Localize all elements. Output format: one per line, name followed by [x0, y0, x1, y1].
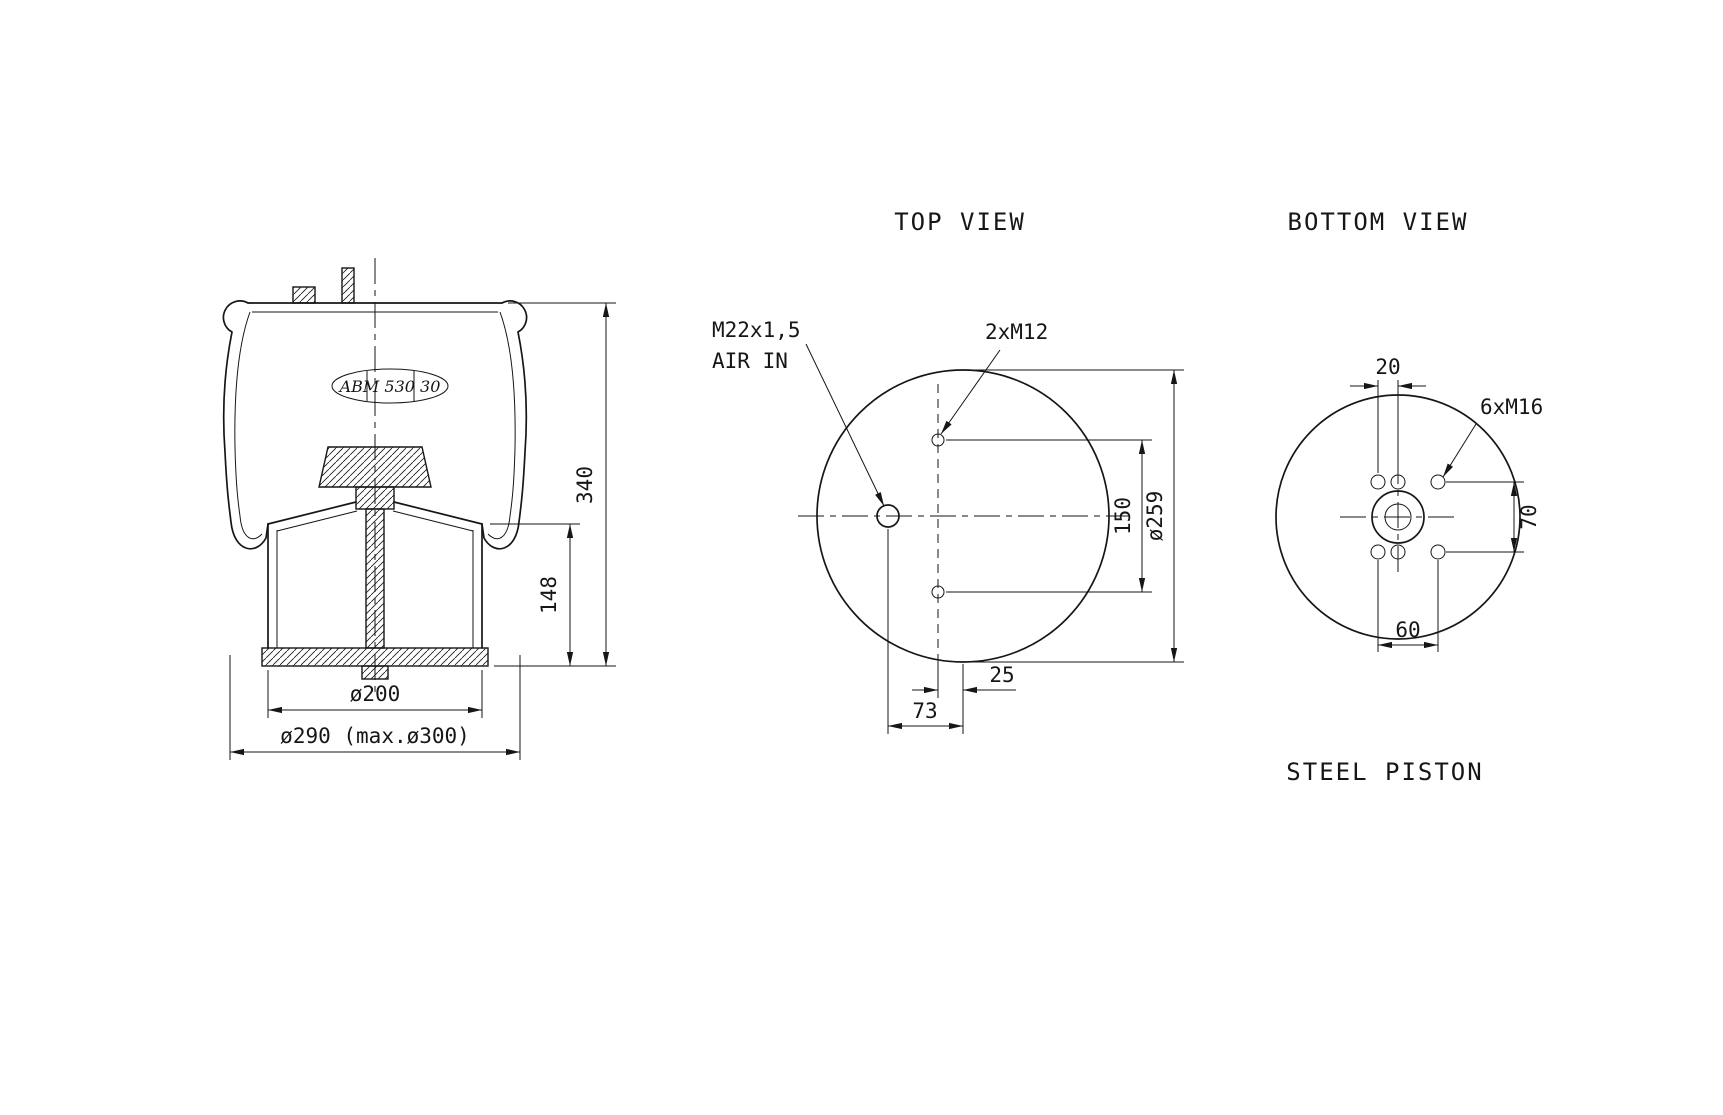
m16-hole: [1430, 544, 1446, 560]
dim-70-label: 70: [1517, 504, 1541, 529]
section-view: ABM 530 30 340: [222, 258, 616, 760]
hub-outer-circle: [1371, 490, 1425, 544]
dim-bolt-spacing: 150: [946, 439, 1152, 593]
m16-hole: [1370, 474, 1386, 490]
air-port-label-line1: M22x1,5: [712, 318, 801, 342]
bottom-view: BOTTOM VIEW 20 6xM16: [1275, 208, 1543, 786]
bellows-left-inner: [234, 311, 251, 517]
bellows-right-wall: [481, 300, 528, 550]
dim-340-label: 340: [573, 466, 597, 504]
bellows-left-roll: [239, 515, 263, 539]
section-dimensions: 340 148 ø200 ø290 (max.ø300): [229, 302, 616, 760]
piston-cone-left: [267, 501, 357, 525]
air-inlet-hole: [876, 504, 900, 528]
air-port-label-line2: AIR IN: [712, 349, 788, 373]
dim-piston-diameter: ø200: [267, 670, 483, 718]
rubber-bumper: [318, 446, 432, 488]
dim-air-port-offset: 73: [887, 529, 963, 734]
piston-cone-left-inner: [276, 510, 358, 532]
dim-150-label: 150: [1111, 497, 1135, 535]
dim-73-label: 73: [912, 699, 937, 723]
m16-hole: [1430, 474, 1446, 490]
m12-hole-top: [931, 433, 945, 447]
m16-hole: [1390, 474, 1406, 490]
dim-plate-diameter: ø259: [968, 369, 1184, 663]
piston-cone-right-inner: [392, 510, 474, 532]
m12-leader: [940, 349, 1001, 435]
top-view-title: TOP VIEW: [894, 208, 1026, 236]
piston-base-plate: [261, 647, 489, 667]
dim-total-height: 340: [494, 302, 616, 667]
stamp-text: ABM 530 30: [338, 377, 441, 396]
top-plate: [247, 302, 503, 313]
m16-leader: [1442, 423, 1477, 478]
dim-hole-spacing-60: 60: [1377, 560, 1439, 652]
hub-inner-circle: [1384, 503, 1412, 531]
bellows-outline: [222, 300, 528, 550]
top-mounting-stud: [292, 267, 355, 304]
dim-200-label: ø200: [350, 682, 401, 706]
piston-cone-right: [393, 501, 483, 525]
center-bolt: [365, 508, 385, 649]
dim-piston-height: 148: [490, 523, 580, 666]
m12-hole-bottom: [931, 585, 945, 599]
stamp-oval: [331, 368, 449, 404]
piston: [261, 486, 489, 680]
dim-bolt-offset: 25: [912, 654, 1016, 734]
air-port-callout: M22x1,5 AIR IN: [712, 318, 885, 507]
top-view: TOP VIEW M22x1,5 AIR IN 2xM12 ø259 150: [712, 208, 1184, 734]
dim-bellows-diameter: ø290 (max.ø300): [229, 655, 521, 760]
dim-60-label: 60: [1395, 618, 1420, 642]
dim-hole-spacing-20: 20: [1350, 355, 1426, 473]
m12-label: 2xM12: [985, 320, 1048, 344]
bellows-left-wall: [222, 300, 269, 550]
dim-hole-spacing-70: 70: [1446, 481, 1541, 553]
air-port-leader: [805, 343, 885, 507]
stud: [341, 267, 355, 304]
m16-holes: [1370, 474, 1446, 560]
dim-148-label: 148: [537, 576, 561, 614]
dim-25-label: 25: [989, 663, 1014, 687]
dim-259-label: ø259: [1143, 491, 1167, 542]
m16-label: 6xM16: [1480, 395, 1543, 419]
m16-hole: [1390, 544, 1406, 560]
blind-nut: [292, 286, 316, 304]
m16-callout: 6xM16: [1442, 395, 1543, 478]
dim-20-label: 20: [1375, 355, 1400, 379]
m12-callout: 2xM12: [940, 320, 1048, 435]
piston-boss: [355, 486, 395, 510]
bottom-nut: [361, 665, 389, 680]
bellows-right-inner: [499, 311, 516, 517]
bellows-right-roll: [487, 515, 511, 539]
m16-hole: [1370, 544, 1386, 560]
bottom-view-title: BOTTOM VIEW: [1288, 208, 1469, 236]
part-stamp: ABM 530 30: [331, 368, 449, 404]
dim-290-label: ø290 (max.ø300): [280, 724, 470, 748]
steel-piston-caption: STEEL PISTON: [1286, 758, 1483, 786]
